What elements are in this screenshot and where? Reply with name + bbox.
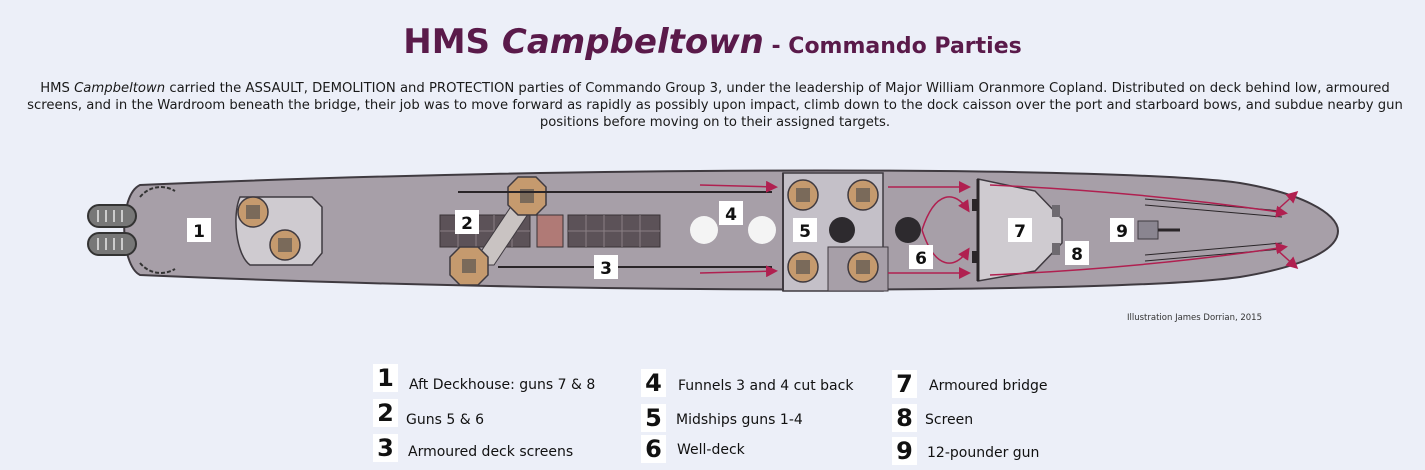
screen-icon bbox=[1052, 243, 1060, 255]
svg-text:7: 7 bbox=[1014, 222, 1026, 242]
intro-paragraph: HMS Campbeltown carried the ASSAULT, DEM… bbox=[20, 80, 1410, 131]
propeller-icon bbox=[87, 204, 137, 256]
legend-number-3: 3 bbox=[373, 434, 398, 462]
diagram-label-7: 7 bbox=[1008, 218, 1032, 242]
gun-12-pounder-icon bbox=[1137, 220, 1180, 240]
gun-mount-icon bbox=[449, 246, 489, 286]
intro-before-name: HMS bbox=[40, 81, 75, 96]
svg-text:1: 1 bbox=[193, 222, 205, 242]
legend-number-8: 8 bbox=[892, 404, 917, 432]
legend-text-7: Armoured bridge bbox=[929, 378, 1048, 394]
funnel-icon bbox=[895, 217, 921, 243]
svg-text:5: 5 bbox=[799, 222, 811, 242]
diagram-label-4: 4 bbox=[719, 201, 743, 225]
ship-diagram: 1 2 3 4 5 6 7 8 9 bbox=[87, 169, 1340, 292]
title-prefix: HMS bbox=[403, 22, 502, 62]
diagram-label-6: 6 bbox=[909, 245, 933, 269]
legend-text-3: Armoured deck screens bbox=[408, 444, 574, 460]
gun-mount-icon bbox=[787, 251, 819, 283]
diagram-label-1: 1 bbox=[187, 218, 211, 242]
intro-ship-name: Campbeltown bbox=[74, 81, 166, 96]
svg-text:3: 3 bbox=[600, 259, 612, 279]
diagram-label-5: 5 bbox=[793, 218, 817, 242]
svg-text:2: 2 bbox=[461, 214, 473, 234]
legend-number-7: 7 bbox=[892, 370, 917, 398]
movement-arrow bbox=[699, 180, 1299, 279]
gun-mount-icon bbox=[787, 179, 819, 211]
svg-text:9: 9 bbox=[1116, 222, 1128, 242]
funnel-icon bbox=[748, 216, 776, 244]
hatch bbox=[536, 214, 564, 248]
gun-mount-icon bbox=[269, 229, 301, 261]
diagram-label-8: 8 bbox=[1065, 241, 1089, 265]
legend-number-1: 1 bbox=[373, 364, 398, 392]
gun-mount-icon bbox=[847, 251, 879, 283]
svg-text:6: 6 bbox=[915, 249, 927, 269]
illustration-credit: Illustration James Dorrian, 2015 bbox=[1127, 313, 1262, 323]
legend-number-5: 5 bbox=[641, 404, 666, 432]
diagram-label-3: 3 bbox=[594, 255, 618, 279]
legend-text-8: Screen bbox=[925, 412, 974, 428]
legend-number-9: 9 bbox=[892, 437, 917, 465]
diagram-label-2: 2 bbox=[455, 210, 479, 234]
legend-text-6: Well-deck bbox=[677, 442, 745, 458]
gun-mount-icon bbox=[237, 196, 269, 228]
gun-mount-icon bbox=[507, 176, 547, 216]
svg-text:4: 4 bbox=[725, 205, 737, 225]
gun-mount-icon bbox=[847, 179, 879, 211]
legend-number-2: 2 bbox=[373, 399, 398, 427]
svg-text:8: 8 bbox=[1071, 245, 1083, 265]
legend-text-5: Midships guns 1-4 bbox=[676, 412, 803, 428]
screen-icon bbox=[1052, 205, 1060, 217]
deck-grating bbox=[567, 214, 661, 248]
page-title: HMS Campbeltown - Commando Parties bbox=[0, 22, 1425, 62]
title-subtitle: - Commando Parties bbox=[763, 34, 1022, 59]
legend-text-1: Aft Deckhouse: guns 7 & 8 bbox=[409, 377, 596, 393]
legend-text-4: Funnels 3 and 4 cut back bbox=[678, 378, 854, 394]
legend-number-4: 4 bbox=[641, 369, 666, 397]
diagram-label-9: 9 bbox=[1110, 218, 1134, 242]
title-ship-name: Campbeltown bbox=[501, 22, 764, 62]
legend-text-2: Guns 5 & 6 bbox=[406, 412, 484, 428]
legend-text-9: 12-pounder gun bbox=[927, 445, 1040, 461]
funnel-icon bbox=[690, 216, 718, 244]
intro-body: carried the ASSAULT, DEMOLITION and PROT… bbox=[27, 81, 1403, 130]
legend-number-6: 6 bbox=[641, 435, 666, 463]
funnel-icon bbox=[829, 217, 855, 243]
